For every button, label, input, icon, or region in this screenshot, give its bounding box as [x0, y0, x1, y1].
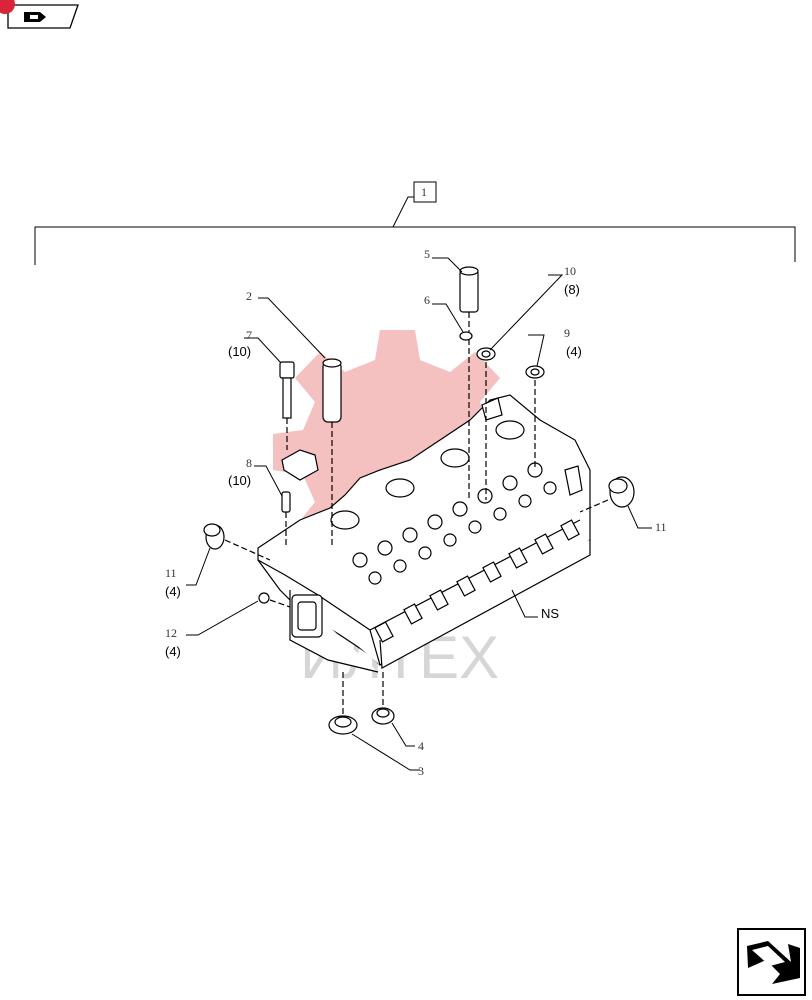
leader-lines	[186, 257, 652, 771]
part-11-plug-right	[579, 476, 635, 513]
callout-2: 2	[246, 289, 252, 303]
part-5-injector-sleeve	[459, 266, 479, 500]
cylinder-head	[257, 394, 591, 673]
book-page-icon[interactable]	[0, 0, 79, 29]
qty-12: (4)	[165, 644, 181, 659]
part-6-washer	[459, 331, 473, 341]
part-8-dowel	[281, 491, 291, 548]
callout-11-right: 11	[655, 520, 667, 534]
part-7-bolt	[279, 361, 295, 450]
callout-11-left: 11	[165, 566, 177, 580]
callout-5: 5	[424, 247, 430, 261]
clamp-bracket	[281, 449, 319, 481]
callout-3: 3	[418, 764, 424, 778]
part-12-plug	[258, 592, 291, 608]
qty-9: (4)	[566, 344, 582, 359]
part-10-seal	[476, 347, 496, 500]
callout-4: 4	[418, 739, 424, 753]
callout-10: 10	[564, 264, 576, 278]
part-9-seal	[525, 365, 545, 470]
callout-12: 12	[165, 626, 177, 640]
callout-7: 7	[246, 328, 252, 342]
callout-1: 1	[421, 185, 427, 199]
part-11-plug-left	[203, 523, 271, 561]
qty-11: (4)	[165, 584, 181, 599]
part-2-guide	[322, 358, 342, 548]
callout-9: 9	[564, 326, 570, 340]
callout-8: 8	[246, 456, 252, 470]
next-page-arrow-icon[interactable]	[737, 928, 806, 996]
assembly-bracket	[34, 181, 796, 265]
callout-6: 6	[424, 293, 430, 307]
qty-7: (10)	[228, 344, 251, 359]
ns-label: NS	[541, 606, 559, 621]
qty-8: (10)	[228, 473, 251, 488]
part-4-seal	[371, 672, 395, 725]
qty-10: (8)	[564, 282, 580, 297]
part-3-seal	[328, 672, 358, 735]
